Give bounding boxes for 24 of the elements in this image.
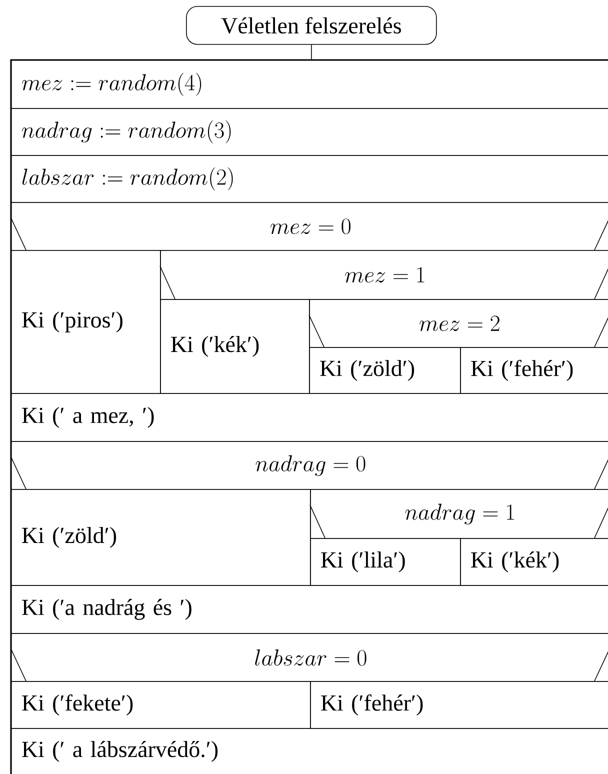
condition-box: $mez = 1$ xyxy=(160,250,608,300)
structogram-frame xyxy=(10,59,608,774)
condition-box: $mez = 0$ xyxy=(10,202,608,251)
statement-box: Ki (′ a lábszárvédő.′) xyxy=(11,728,608,774)
title-box: Véletlen felszerelés xyxy=(186,6,437,45)
statement-box: Ki (′lila′) xyxy=(310,538,461,586)
condition-box: $mez = 2$ xyxy=(308,299,608,348)
statement-box: Ki (′fehér′) xyxy=(460,347,608,394)
statement-box: Ki (′fekete′) xyxy=(11,681,311,729)
statement-box: Ki (′zöld′) xyxy=(11,489,311,586)
statement-box: $labszar := random(2)$ xyxy=(11,155,608,203)
condition-box: $nadrag = 1$ xyxy=(310,489,608,539)
statement-box: Ki (′piros′) xyxy=(11,250,161,394)
statement-box: Ki (′kék′) xyxy=(460,538,608,586)
statement-box: Ki (′zöld′) xyxy=(309,347,461,394)
statement-box: Ki (′ a mez, ′) xyxy=(11,393,608,442)
condition-box: $labszar = 0$ xyxy=(10,633,608,682)
condition-box: $nadrag = 0$ xyxy=(10,441,608,490)
connector-line xyxy=(311,44,312,60)
statement-box: Ki (′fehér′) xyxy=(310,681,608,729)
statement-box: $nadrag := random(3)$ xyxy=(11,108,608,156)
statement-box: Ki (′a nadrág és ′) xyxy=(11,585,608,634)
statement-box: Ki (′kék′) xyxy=(160,299,310,394)
statement-box: $mez := random(4)$ xyxy=(11,60,608,109)
